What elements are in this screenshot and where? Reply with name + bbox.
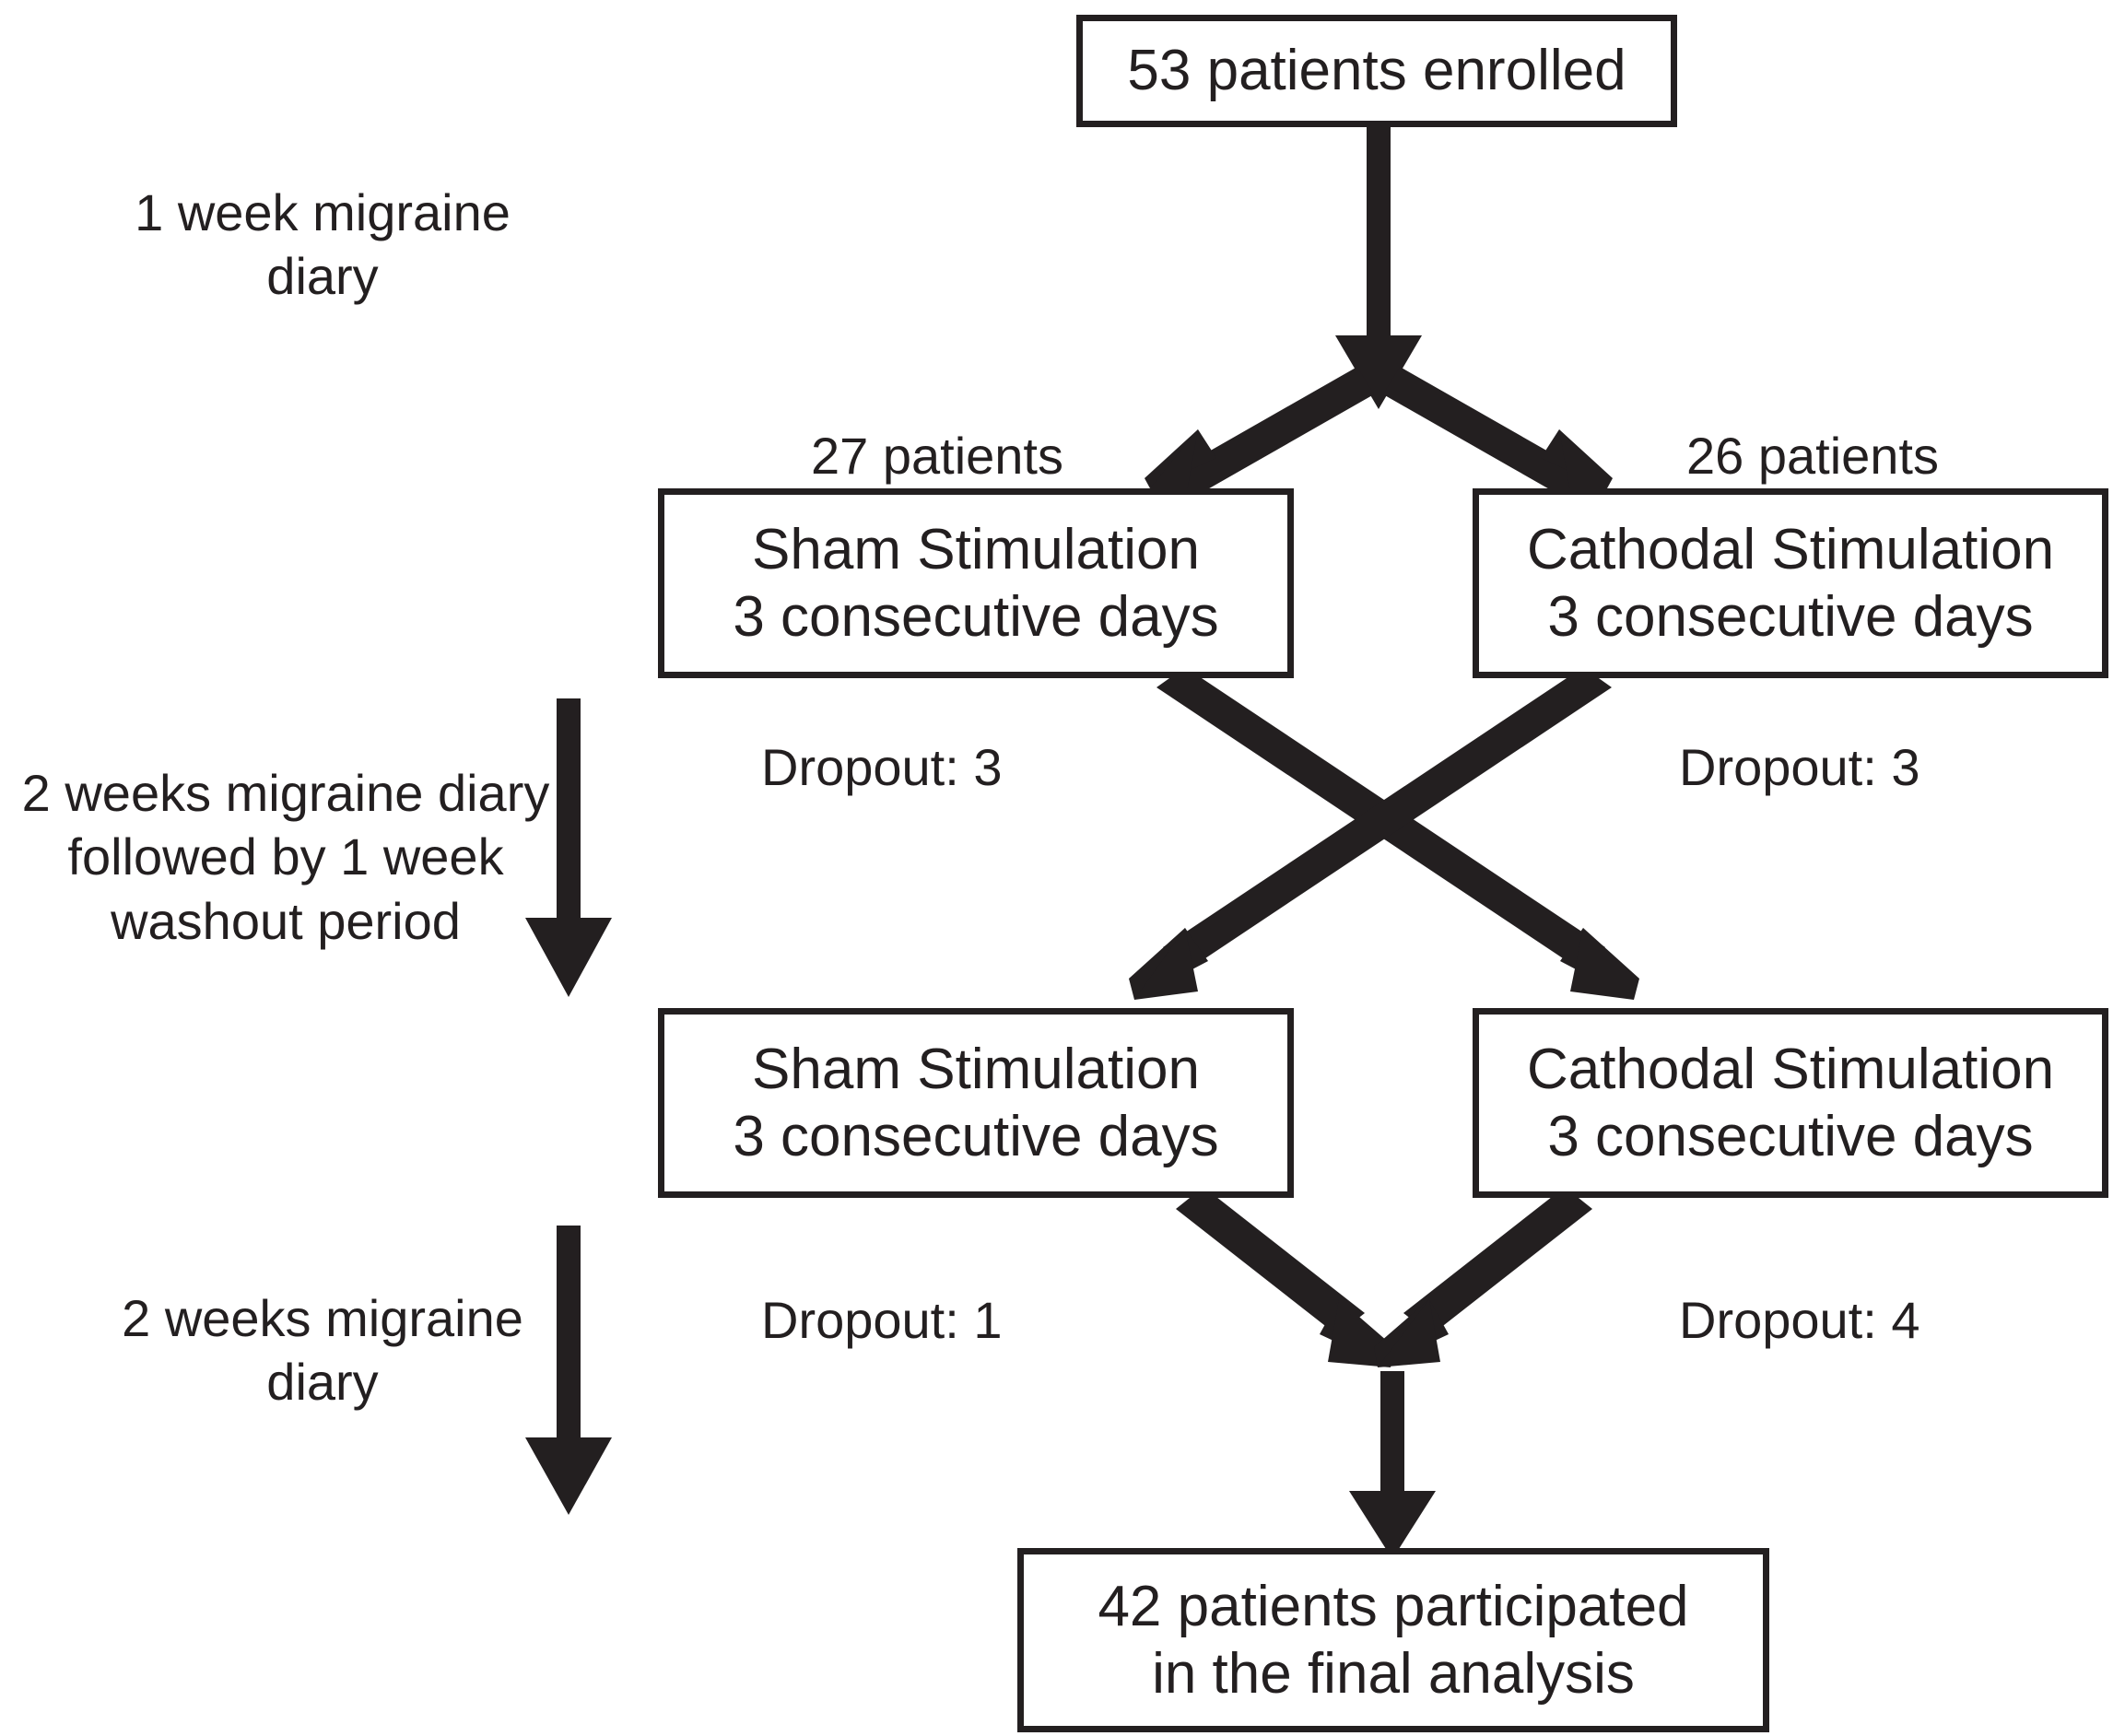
arrow-arm1sham-to-arm2cathodal: [1156, 667, 1639, 1000]
allocation-label-right: 26 patients: [1686, 427, 1939, 485]
arrow-arm2cathodal-to-merge: [1374, 1187, 1592, 1367]
node-final-line2: in the final analysis: [1152, 1642, 1635, 1706]
node-final-analysis: 42 patients participated in the final an…: [1017, 1548, 1769, 1732]
phase-caption-washout: 2 weeks migraine diary followed by 1 wee…: [21, 764, 550, 950]
arrow-merge-to-final: [1349, 1371, 1436, 1559]
allocation-label-left: 27 patients: [811, 427, 1063, 485]
arrow-arm2sham-to-merge: [1176, 1187, 1394, 1367]
dropout-label-arm1-cathodal: Dropout: 3: [1679, 738, 1920, 796]
node-arm1-cathodal-stimulation: Cathodal Stimulation 3 consecutive days: [1473, 488, 2108, 678]
node-arm2-sham-line1: Sham Stimulation: [752, 1037, 1200, 1101]
node-arm1-cathodal-line1: Cathodal Stimulation: [1526, 517, 2055, 581]
node-arm1-sham-line2: 3 consecutive days: [733, 585, 1219, 649]
node-arm2-cathodal-line1: Cathodal Stimulation: [1526, 1037, 2055, 1101]
node-enrolled: 53 patients enrolled: [1076, 15, 1677, 127]
node-arm2-sham-line2: 3 consecutive days: [733, 1105, 1219, 1168]
node-arm1-cathodal-line2: 3 consecutive days: [1547, 585, 2034, 649]
node-arm2-sham-stimulation: Sham Stimulation 3 consecutive days: [658, 1008, 1294, 1198]
arrow-enrolled-to-split: [1335, 127, 1422, 409]
dropout-label-arm2-sham: Dropout: 1: [761, 1291, 1003, 1349]
node-enrolled-line1: 53 patients enrolled: [1127, 39, 1626, 103]
node-arm1-sham-line1: Sham Stimulation: [752, 517, 1200, 581]
phase-caption-baseline: 1 week migraine diary: [135, 183, 511, 306]
node-final-line1: 42 patients participated: [1098, 1574, 1689, 1638]
arrow-split-to-arm1-sham: [1145, 367, 1374, 502]
dropout-label-arm1-sham: Dropout: 3: [761, 738, 1003, 796]
arrow-split-to-arm1-cathodal: [1383, 367, 1613, 502]
dropout-label-arm2-cathodal: Dropout: 4: [1679, 1291, 1920, 1349]
phase-caption-followup: 2 weeks migraine diary: [122, 1289, 523, 1412]
arrow-arm1cathodal-to-arm2sham: [1129, 667, 1612, 1000]
node-arm2-cathodal-line2: 3 consecutive days: [1547, 1105, 2034, 1168]
node-arm1-sham-stimulation: Sham Stimulation 3 consecutive days: [658, 488, 1294, 678]
node-arm2-cathodal-stimulation: Cathodal Stimulation 3 consecutive days: [1473, 1008, 2108, 1198]
